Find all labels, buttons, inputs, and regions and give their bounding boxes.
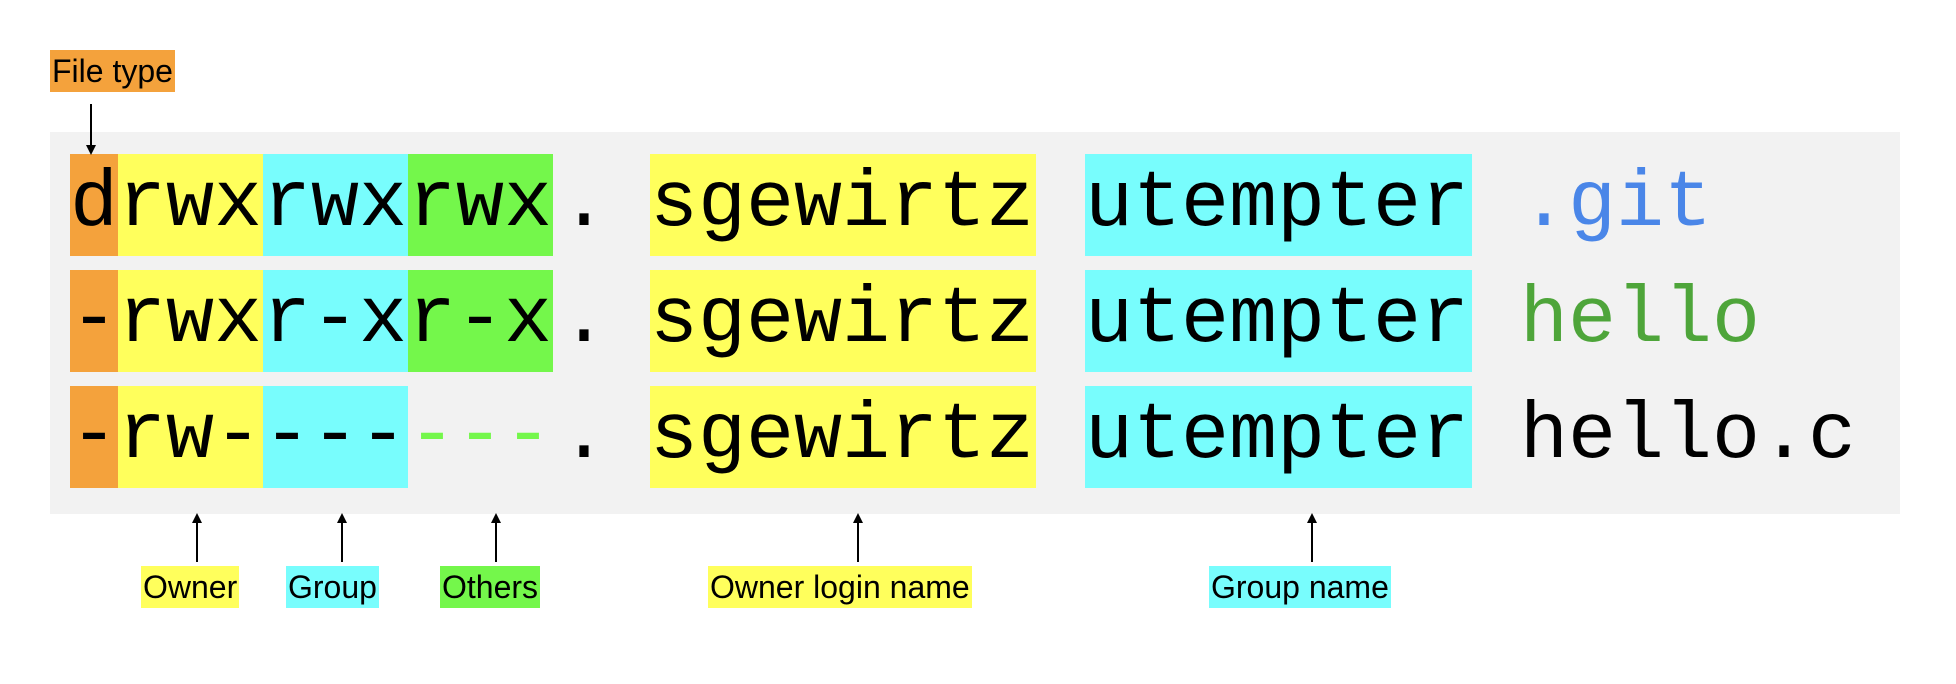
owner-label: Owner: [141, 566, 240, 608]
others-permissions: rwx: [408, 154, 553, 256]
group-permissions: rwx: [263, 154, 408, 256]
file-type-char: -: [70, 386, 118, 488]
owner-login: sgewirtz: [650, 270, 1036, 372]
file-type-char: -: [70, 270, 118, 372]
owner-permissions: rwx: [118, 154, 263, 256]
others-permissions: ---: [408, 391, 553, 482]
file-name: hello: [1520, 275, 1761, 366]
file-type-char: d: [70, 154, 118, 256]
owner-login: sgewirtz: [650, 154, 1036, 256]
group-permissions: r-x: [263, 270, 408, 372]
attribute-dot: .: [560, 391, 609, 482]
owner-login: sgewirtz: [650, 386, 1036, 488]
owner-permissions: rw-: [118, 386, 263, 488]
group-permissions: ---: [263, 386, 408, 488]
group-name: utempter: [1085, 386, 1472, 488]
others-label: Others: [440, 566, 541, 608]
group-name: utempter: [1085, 154, 1472, 256]
others-permissions: r-x: [408, 270, 553, 372]
group-name: utempter: [1085, 270, 1472, 372]
attribute-dot: .: [560, 159, 609, 250]
group-label: Group: [286, 566, 379, 608]
owner-login-name-label: Owner login name: [708, 566, 972, 608]
group-name-label: Group name: [1209, 566, 1391, 608]
owner-permissions: rwx: [118, 270, 263, 372]
file-name: hello.c: [1520, 391, 1857, 482]
attribute-dot: .: [560, 275, 609, 366]
file-name: .git: [1520, 159, 1713, 250]
file-type-label: File type: [50, 50, 175, 92]
